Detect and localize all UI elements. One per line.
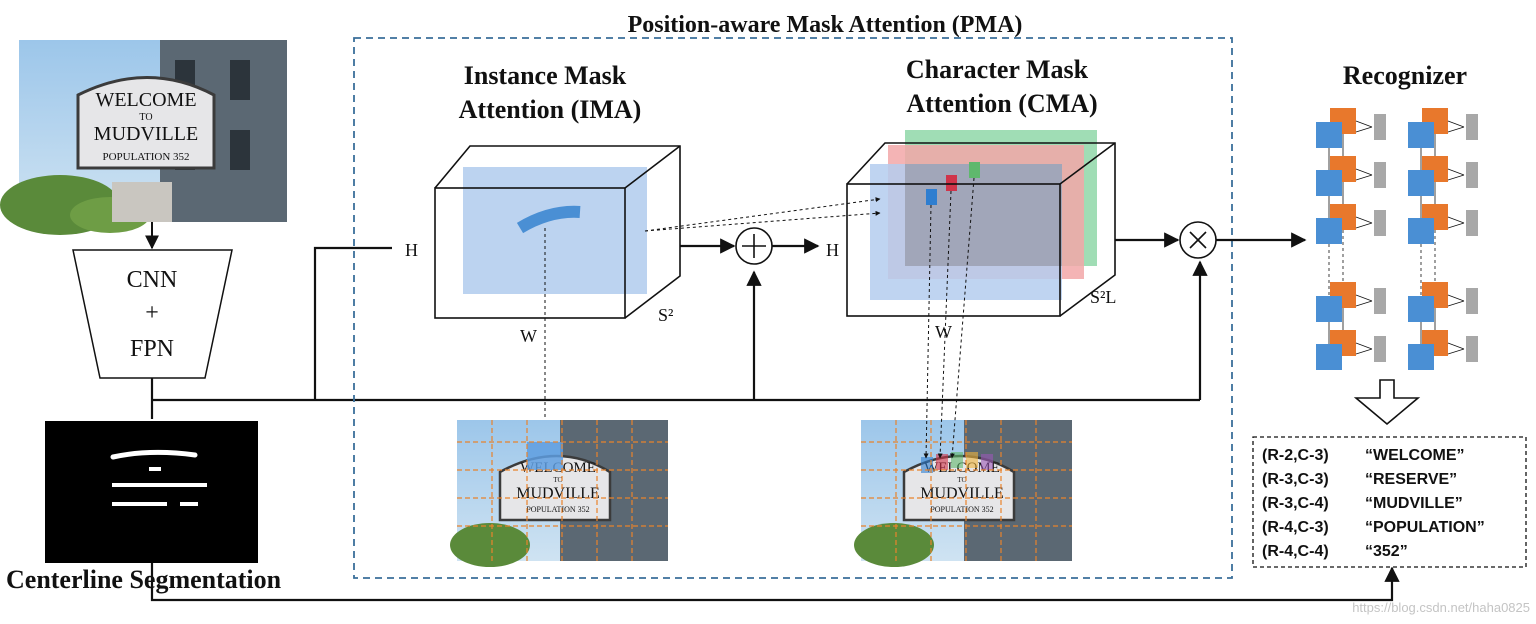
- recognizer-link: [1355, 168, 1373, 176]
- cma-grid-photo: WELCOME TO MUDVILLE POPULATION 352: [854, 420, 1072, 567]
- recognizer-link: [1447, 294, 1465, 302]
- sign-text-mudville: MUDVILLE: [94, 123, 198, 145]
- recognizer-blue-cell: [1316, 122, 1342, 148]
- recognizer-grid: [1316, 108, 1478, 370]
- recognizer-link: [1447, 120, 1465, 128]
- sign-text-welcome: WELCOME: [95, 89, 196, 111]
- recognizer-blue-cell: [1408, 122, 1434, 148]
- recognizer-link: [1447, 126, 1465, 133]
- recognizer-gray-cell: [1466, 162, 1478, 188]
- recognizer-gray-cell: [1466, 336, 1478, 362]
- pma-title: Position-aware Mask Attention (PMA): [628, 12, 1023, 38]
- ima-grid-photo: WELCOME TO MUDVILLE POPULATION 352: [450, 420, 668, 567]
- backbone-trapezoid: CNN + FPN: [72, 249, 233, 379]
- result-loc: (R-4,C-3): [1262, 519, 1329, 536]
- recognizer-blue-cell: [1316, 344, 1342, 370]
- recognizer-link: [1355, 300, 1373, 307]
- sign-text-to: TO: [139, 112, 152, 123]
- result-loc: (R-4,C-4): [1262, 543, 1329, 560]
- recognizer-link: [1355, 348, 1373, 355]
- recognizer-link: [1355, 216, 1373, 224]
- result-loc: (R-3,C-4): [1262, 495, 1329, 512]
- result-text: “352”: [1365, 543, 1408, 560]
- ima-w-label: W: [520, 326, 537, 346]
- recognizer-link: [1447, 300, 1465, 307]
- ima-grid-sign-to: TO: [553, 476, 562, 484]
- recognizer-blue-cell: [1408, 170, 1434, 196]
- recognizer-blue-cell: [1316, 218, 1342, 244]
- cma-w-label: W: [935, 322, 952, 342]
- recognizer-gray-cell: [1374, 210, 1386, 236]
- multiply-operator: [1179, 221, 1217, 259]
- recognizer-link: [1447, 222, 1465, 229]
- backbone-cnn-label: CNN: [127, 267, 178, 293]
- cma-grid-sign-population: POPULATION 352: [930, 505, 993, 514]
- backbone-fpn-label: FPN: [130, 336, 174, 362]
- sign-text-population: POPULATION 352: [102, 151, 189, 163]
- recognizer-gray-cell: [1374, 288, 1386, 314]
- results-list: (R-2,C-3) “WELCOME” (R-3,C-3) “RESERVE” …: [1262, 447, 1485, 560]
- watermark: https://blog.csdn.net/haha0825: [1352, 600, 1530, 615]
- recognizer-link: [1447, 342, 1465, 350]
- centerline-title: Centerline Segmentation: [6, 565, 282, 594]
- result-text: “MUDVILLE”: [1365, 495, 1463, 512]
- recognizer-gray-cell: [1374, 162, 1386, 188]
- ima-grid-sign-mudville: MUDVILLE: [516, 485, 600, 502]
- cma-h-label: H: [826, 240, 839, 260]
- recognizer-link: [1447, 216, 1465, 224]
- pma-dashed-box: [353, 37, 1233, 579]
- recognizer-link: [1355, 174, 1373, 181]
- cma-s-label: S²L: [1090, 287, 1116, 307]
- cma-grid-sign-to: TO: [957, 476, 966, 484]
- recognizer-blue-cell: [1408, 344, 1434, 370]
- recognizer-blue-cell: [1408, 218, 1434, 244]
- result-loc: (R-3,C-3): [1262, 471, 1329, 488]
- result-text: “RESERVE”: [1365, 471, 1457, 488]
- result-loc: (R-2,C-3): [1262, 447, 1329, 464]
- recognizer-gray-cell: [1466, 114, 1478, 140]
- feature-routing: [150, 246, 1400, 602]
- recognizer-link: [1355, 222, 1373, 229]
- recognizer-blue-cell: [1316, 296, 1342, 322]
- recognizer-link: [1355, 120, 1373, 128]
- results-box: [1252, 436, 1527, 568]
- result-text: “WELCOME”: [1365, 447, 1465, 464]
- ima-title-line2: Attention (IMA): [459, 95, 642, 124]
- centerline-map: [45, 421, 258, 563]
- cma-cube: [846, 130, 1116, 317]
- cma-grid-sign-mudville: MUDVILLE: [920, 485, 1004, 502]
- ima-cube: [434, 145, 681, 319]
- cma-title-line2: Attention (CMA): [906, 89, 1097, 118]
- recognizer-link: [1355, 126, 1373, 133]
- recognizer-link: [1355, 342, 1373, 350]
- add-operator: [735, 227, 773, 265]
- result-text: “POPULATION”: [1365, 519, 1485, 536]
- ima-grid-sign-population: POPULATION 352: [526, 505, 589, 514]
- input-photo: WELCOME TO MUDVILLE POPULATION 352: [0, 40, 287, 235]
- recognizer-link: [1447, 168, 1465, 176]
- ima-title-line1: Instance Mask: [464, 61, 627, 90]
- recognizer-gray-cell: [1374, 114, 1386, 140]
- backbone-plus-label: +: [145, 300, 159, 326]
- cma-to-photo-guides: [923, 177, 975, 459]
- recognizer-link: [1447, 174, 1465, 181]
- cma-title-line1: Character Mask: [906, 55, 1089, 84]
- ima-h-label: H: [405, 240, 418, 260]
- ima-to-cma-guides: [542, 197, 881, 449]
- recognizer-link: [1447, 348, 1465, 355]
- recognizer-blue-cell: [1316, 170, 1342, 196]
- down-hollow-arrow: [1353, 379, 1421, 426]
- recognizer-blue-cell: [1408, 296, 1434, 322]
- recognizer-gray-cell: [1466, 288, 1478, 314]
- ima-s-label: S²: [658, 305, 673, 325]
- recognizer-gray-cell: [1466, 210, 1478, 236]
- recognizer-gray-cell: [1374, 336, 1386, 362]
- recognizer-link: [1355, 294, 1373, 302]
- recognizer-title: Recognizer: [1343, 61, 1467, 90]
